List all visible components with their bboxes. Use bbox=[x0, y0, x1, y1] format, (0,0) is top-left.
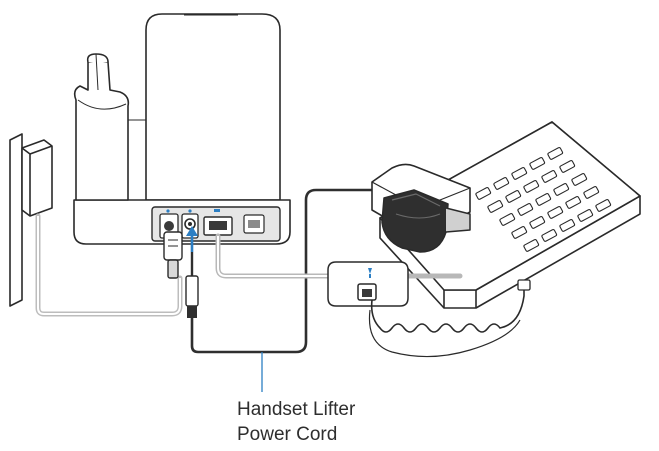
interface-module bbox=[327, 261, 409, 307]
coiled-handset-cord bbox=[370, 286, 525, 333]
callout-label: Handset Lifter Power Cord bbox=[237, 397, 355, 447]
arrow-icon bbox=[186, 226, 198, 252]
callout-line-2: Power Cord bbox=[237, 424, 338, 445]
telephone-keypad bbox=[475, 147, 612, 252]
callout-line-1: Handset Lifter bbox=[237, 399, 356, 420]
power-plug bbox=[163, 231, 183, 279]
connector-panel bbox=[151, 206, 281, 242]
panel-port-icons bbox=[166, 209, 220, 213]
handset-cord-jack bbox=[517, 279, 531, 291]
handset-lifter bbox=[381, 189, 471, 253]
interface-module-icon bbox=[368, 268, 372, 278]
wall-power-adapter bbox=[9, 133, 53, 307]
